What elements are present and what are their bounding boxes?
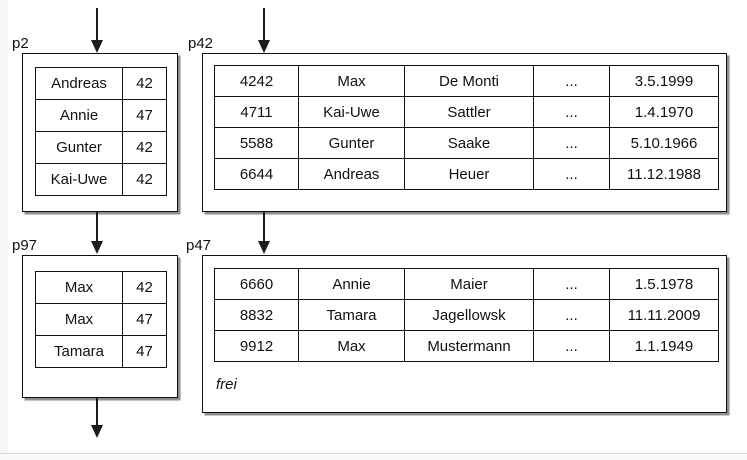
arrow-line	[263, 212, 265, 241]
arrow-line	[96, 212, 98, 241]
arrow-line	[96, 8, 98, 40]
table-cell: 6644	[214, 158, 299, 190]
table-cell: Kai-Uwe	[35, 163, 123, 196]
arrow-line	[263, 8, 265, 40]
table-cell: Tamara	[298, 299, 405, 331]
table-row: 8832 Tamara Jagellowsk ... 11.11.2009	[214, 299, 719, 331]
table-cell: 42	[122, 163, 167, 196]
table-row: 6644 Andreas Heuer ... 11.12.1988	[214, 158, 719, 190]
table-cell: ...	[533, 65, 610, 97]
page-margin-strip	[0, 0, 8, 460]
table-row: 4711 Kai-Uwe Sattler ... 1.4.1970	[214, 96, 719, 128]
table-cell: 4242	[214, 65, 299, 97]
table-cell: 1.1.1949	[609, 330, 719, 362]
record-table-p42: 4242 Max De Monti ... 3.5.1999 4711 Kai-…	[214, 65, 719, 190]
page-label-p97: p97	[12, 237, 38, 254]
table-row: Max 47	[35, 303, 167, 336]
table-cell: 5588	[214, 127, 299, 159]
table-cell: Maier	[404, 268, 534, 300]
table-cell: ...	[533, 96, 610, 128]
table-row: 9912 Max Mustermann ... 1.1.1949	[214, 330, 719, 362]
table-cell: Kai-Uwe	[298, 96, 405, 128]
free-space-label: frei	[216, 376, 237, 393]
table-cell: Andreas	[298, 158, 405, 190]
arrow-head	[258, 40, 270, 53]
table-cell: Sattler	[404, 96, 534, 128]
table-cell: Heuer	[404, 158, 534, 190]
table-cell: Annie	[298, 268, 405, 300]
table-cell: 47	[122, 303, 167, 336]
table-cell: Gunter	[35, 131, 123, 164]
down-arrow-icon	[258, 8, 270, 53]
arrow-head	[258, 241, 270, 254]
arrow-head	[91, 40, 103, 53]
arrow-head	[91, 425, 103, 438]
table-cell: 42	[122, 67, 167, 100]
table-cell: ...	[533, 268, 610, 300]
table-cell: 9912	[214, 330, 299, 362]
table-cell: Annie	[35, 99, 123, 132]
down-arrow-icon	[91, 212, 103, 254]
table-cell: 11.11.2009	[609, 299, 719, 331]
table-cell: 1.4.1970	[609, 96, 719, 128]
table-cell: Max	[35, 303, 123, 336]
arrow-line	[96, 398, 98, 425]
table-row: Max 42	[35, 271, 167, 304]
table-cell: ...	[533, 330, 610, 362]
slide-bottom-edge	[0, 453, 747, 460]
page-label-p42: p42	[188, 35, 214, 52]
table-cell: 42	[122, 131, 167, 164]
table-row: 4242 Max De Monti ... 3.5.1999	[214, 65, 719, 97]
table-cell: Jagellowsk	[404, 299, 534, 331]
table-cell: Saake	[404, 127, 534, 159]
table-cell: 4711	[214, 96, 299, 128]
table-cell: ...	[533, 299, 610, 331]
table-cell: Max	[298, 65, 405, 97]
table-cell: Gunter	[298, 127, 405, 159]
page-label-p2: p2	[12, 35, 29, 52]
table-cell: 47	[122, 335, 167, 368]
page-box-p47: 6660 Annie Maier ... 1.5.1978 8832 Tamar…	[202, 255, 727, 413]
table-row: Annie 47	[35, 99, 167, 132]
table-row: Tamara 47	[35, 335, 167, 368]
table-row: Andreas 42	[35, 67, 167, 100]
table-cell: Max	[35, 271, 123, 304]
table-cell: Max	[298, 330, 405, 362]
table-cell: 5.10.1966	[609, 127, 719, 159]
table-row: 6660 Annie Maier ... 1.5.1978	[214, 268, 719, 300]
table-cell: Mustermann	[404, 330, 534, 362]
down-arrow-icon	[258, 212, 270, 254]
record-table-p97: Max 42 Max 47 Tamara 47	[35, 271, 167, 368]
table-cell: 47	[122, 99, 167, 132]
record-table-p47: 6660 Annie Maier ... 1.5.1978 8832 Tamar…	[214, 268, 719, 362]
table-row: Kai-Uwe 42	[35, 163, 167, 196]
down-arrow-icon	[91, 8, 103, 53]
page-box-p97: Max 42 Max 47 Tamara 47	[22, 255, 178, 398]
table-cell: Tamara	[35, 335, 123, 368]
table-row: Gunter 42	[35, 131, 167, 164]
table-cell: De Monti	[404, 65, 534, 97]
table-cell: 42	[122, 271, 167, 304]
table-cell: 11.12.1988	[609, 158, 719, 190]
page-box-p2: Andreas 42 Annie 47 Gunter 42 Kai-Uwe 42	[22, 53, 178, 212]
table-cell: 3.5.1999	[609, 65, 719, 97]
table-cell: 1.5.1978	[609, 268, 719, 300]
arrow-head	[91, 241, 103, 254]
page-label-p47: p47	[186, 237, 212, 254]
table-cell: ...	[533, 127, 610, 159]
down-arrow-icon	[91, 398, 103, 438]
table-cell: 8832	[214, 299, 299, 331]
table-cell: Andreas	[35, 67, 123, 100]
table-row: 5588 Gunter Saake ... 5.10.1966	[214, 127, 719, 159]
table-cell: 6660	[214, 268, 299, 300]
table-cell: ...	[533, 158, 610, 190]
record-table-p2: Andreas 42 Annie 47 Gunter 42 Kai-Uwe 42	[35, 67, 167, 196]
page-box-p42: 4242 Max De Monti ... 3.5.1999 4711 Kai-…	[202, 53, 727, 212]
